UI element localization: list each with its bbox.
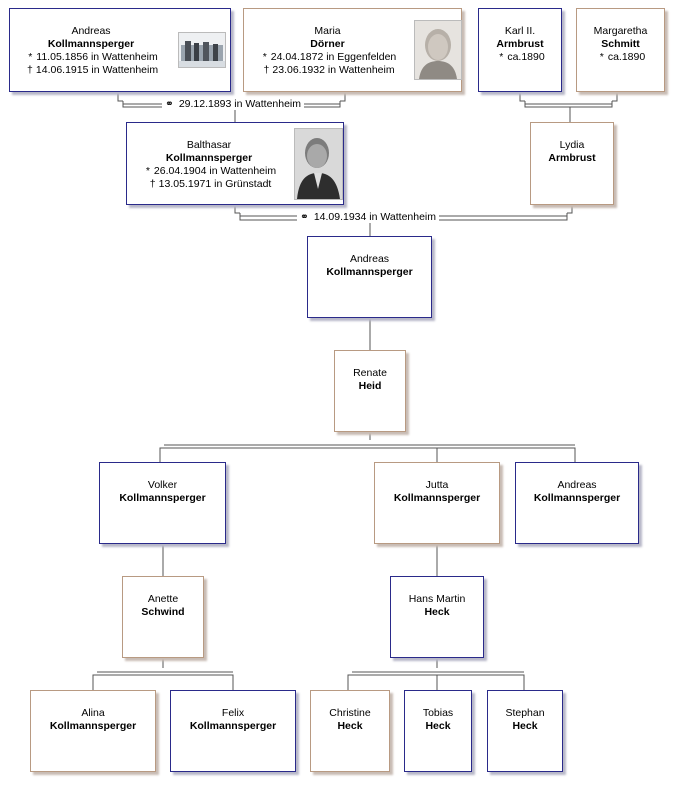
marriage-label-1893: ⚭29.12.1893 in Wattenheim bbox=[162, 98, 305, 110]
person-hans-martin-heck[interactable]: Hans Martin Heck bbox=[390, 576, 484, 658]
photo-maria bbox=[414, 20, 462, 80]
death-cross-icon: † bbox=[263, 64, 270, 76]
birth-star-icon: * bbox=[28, 51, 33, 63]
birth-star-icon: * bbox=[599, 51, 604, 63]
photo-balthasar bbox=[294, 128, 343, 200]
person-tobias-heck[interactable]: Tobias Heck bbox=[404, 690, 472, 772]
person-margaretha-schmitt[interactable]: Margaretha Schmitt *ca.1890 bbox=[576, 8, 665, 92]
death-cross-icon: † bbox=[26, 64, 33, 76]
person-karl-armbrust[interactable]: Karl II. Armbrust *ca.1890 bbox=[478, 8, 562, 92]
person-andreas-kollmannsperger-jr[interactable]: Andreas Kollmannsperger bbox=[515, 462, 639, 544]
death-line: †14.06.1915 in Wattenheim bbox=[10, 64, 172, 77]
person-alina-kollmannsperger[interactable]: Alina Kollmannsperger bbox=[30, 690, 156, 772]
person-anette-schwind[interactable]: Anette Schwind bbox=[122, 576, 204, 658]
birth-star-icon: * bbox=[499, 51, 504, 63]
person-jutta-kollmannsperger[interactable]: Jutta Kollmannsperger bbox=[374, 462, 500, 544]
person-maria-doerner[interactable]: Maria Dörner *24.04.1872 in Eggenfelden … bbox=[243, 8, 462, 92]
birth-line: *26.04.1904 in Wattenheim bbox=[127, 165, 291, 178]
death-line: †13.05.1971 in Grünstadt bbox=[127, 178, 291, 191]
marriage-rings-icon: ⚭ bbox=[300, 211, 309, 223]
person-renate-heid[interactable]: Renate Heid bbox=[334, 350, 406, 432]
person-volker-kollmannsperger[interactable]: Volker Kollmannsperger bbox=[99, 462, 226, 544]
death-line: †23.06.1932 in Wattenheim bbox=[244, 64, 411, 77]
person-stephan-heck[interactable]: Stephan Heck bbox=[487, 690, 563, 772]
birth-line: *ca.1890 bbox=[577, 51, 664, 64]
person-balthasar-kollmannsperger[interactable]: Balthasar Kollmannsperger *26.04.1904 in… bbox=[126, 122, 344, 205]
marriage-rings-icon: ⚭ bbox=[165, 98, 174, 110]
death-cross-icon: † bbox=[149, 178, 156, 190]
birth-line: *ca.1890 bbox=[479, 51, 561, 64]
person-felix-kollmannsperger[interactable]: Felix Kollmannsperger bbox=[170, 690, 296, 772]
birth-line: *24.04.1872 in Eggenfelden bbox=[244, 51, 411, 64]
person-christine-heck[interactable]: Christine Heck bbox=[310, 690, 390, 772]
birth-star-icon: * bbox=[145, 165, 150, 177]
person-andreas-kollmannsperger-mid[interactable]: Andreas Kollmannsperger bbox=[307, 236, 432, 318]
marriage-label-1934: ⚭14.09.1934 in Wattenheim bbox=[297, 211, 440, 223]
birth-line: *11.05.1856 in Wattenheim bbox=[10, 51, 172, 64]
photo-andreas-sen bbox=[178, 32, 226, 68]
person-andreas-kollmannsperger-1856[interactable]: Andreas Kollmannsperger *11.05.1856 in W… bbox=[9, 8, 231, 92]
person-lydia-armbrust[interactable]: Lydia Armbrust bbox=[530, 122, 614, 205]
birth-star-icon: * bbox=[262, 51, 267, 63]
